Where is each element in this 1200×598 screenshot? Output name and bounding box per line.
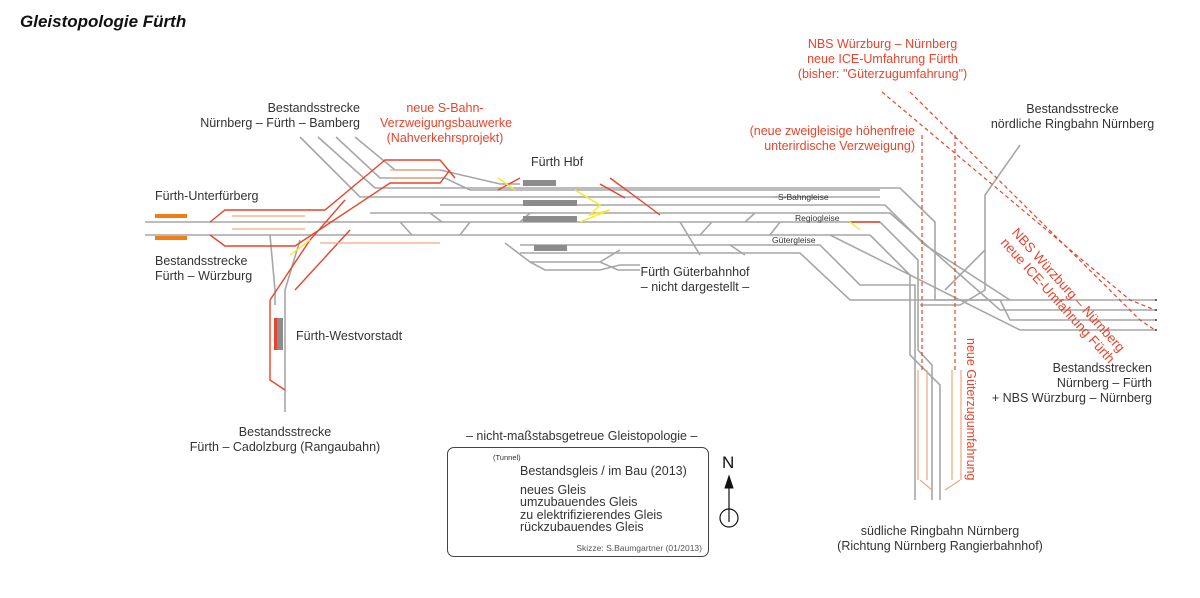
- label-hbf: Fürth Hbf: [531, 155, 584, 169]
- electrify-tracks: [155, 214, 187, 240]
- platform-westvorstadt: [276, 318, 283, 350]
- legend-tunnel-label: (Tunnel): [493, 453, 521, 462]
- legend-item-rebuild: umzubauendes Gleis: [520, 495, 638, 509]
- legend-item-dismantle: rückzubauendes Gleis: [520, 520, 644, 534]
- track-hbf-lower-3: [599, 261, 640, 271]
- track-south-2: [869, 234, 941, 500]
- platform-unterfuerberg-2: [155, 236, 187, 240]
- platform-hbf-3: [523, 216, 577, 222]
- track-gueter-2: [520, 252, 1155, 321]
- page-title: Gleistopologie Fürth: [20, 12, 187, 31]
- existing-tracks: [145, 136, 1155, 500]
- label-cadolzburg-line: Bestandsstrecke Fürth – Cadolzburg (Rang…: [189, 425, 381, 454]
- label-bamberg-line: Bestandsstrecke Nürnberg – Fürth – Bambe…: [200, 101, 360, 130]
- platform-hbf-2: [523, 200, 577, 206]
- dismantle-tracks: [289, 177, 861, 256]
- track-bamberg-1: [299, 136, 880, 198]
- label-zweigleisig: (neue zweigleisige höhenfreie unterirdis…: [749, 124, 915, 153]
- label-nbs-top: NBS Würzburg – Nürnberg neue ICE-Umfahru…: [797, 37, 968, 81]
- label-ringbahn-south: südliche Ringbahn Nürnberg (Richtung Nür…: [837, 524, 1043, 553]
- label-wuerzburg-line: Bestandsstrecke Fürth – Würzburg: [155, 254, 253, 283]
- track-cadolzburg: [284, 239, 301, 412]
- track-hbf-lower-1: [504, 242, 621, 263]
- label-unterfuerberg: Fürth-Unterfürberg: [155, 189, 259, 203]
- label-sbahn-project: neue S-Bahn- Verzweigungsbauwerke (Nahve…: [380, 101, 513, 145]
- legend-item-new: neues Gleis: [520, 483, 587, 497]
- track-hbf-lower-2: [529, 261, 640, 271]
- track-bamberg-2: [317, 136, 430, 189]
- north-arrow-icon: [719, 474, 739, 528]
- east-endpoints: [1155, 299, 1157, 331]
- label-westvorstadt: Fürth-Westvorstadt: [296, 329, 403, 343]
- new-tracks: [209, 159, 880, 391]
- platform-hbf-4: [534, 245, 567, 251]
- new-sbahn-2: [209, 169, 451, 247]
- tunnel-tracks: [881, 91, 1156, 370]
- rebuild-tracks: [232, 169, 962, 491]
- tunnel-nbs-2: [909, 91, 1156, 331]
- new-sbahn-1: [209, 159, 456, 223]
- label-regiogleise: Regiogleise: [795, 213, 840, 223]
- track-gueter-3: [829, 234, 1155, 331]
- compass-label: N: [722, 453, 735, 472]
- platforms: [274, 180, 577, 350]
- platform-hbf-1: [523, 180, 556, 186]
- label-gueterzugumfahrung: neue Güterzugumfahrung: [964, 338, 978, 481]
- label-gueterleise: Gütergleise: [772, 235, 816, 245]
- platform-unterfuerberg-1: [155, 214, 187, 218]
- track-sbahn-1: [430, 187, 1155, 301]
- track-south-1: [879, 221, 933, 500]
- label-gueterbahnhof: Fürth Güterbahnhof – nicht dargestellt –: [640, 265, 750, 294]
- track-wuerzburg: [269, 234, 276, 305]
- new-west-1: [269, 300, 286, 391]
- track-gueter-1: [520, 244, 916, 500]
- label-scale-note: – nicht-maßstabsgetreue Gleistopologie –: [466, 429, 698, 443]
- track-sbahn-2: [440, 204, 1011, 301]
- legend-item-electrify: zu elektrifizierendes Gleis: [520, 508, 663, 522]
- label-ringbahn-north: Bestandsstrecke nördliche Ringbahn Nürnb…: [990, 102, 1155, 131]
- new-west-2: [269, 199, 346, 301]
- tunnel-nbs-1: [881, 91, 1156, 311]
- track-bamberg-3: [335, 136, 880, 191]
- label-bestandsstrecken-east: Bestandsstrecken Nürnberg – Fürth + NBS …: [991, 361, 1152, 405]
- label-sbahngleise: S-Bahngleise: [778, 192, 829, 202]
- track-regio-1: [370, 212, 1155, 311]
- legend: (Tunnel) Bestandsgleis / im Bau (2013) n…: [447, 447, 709, 557]
- legend-credit: Skizze: S.Baumgartner (01/2013): [576, 543, 702, 553]
- legend-item-existing: Bestandsgleis / im Bau (2013): [520, 464, 687, 478]
